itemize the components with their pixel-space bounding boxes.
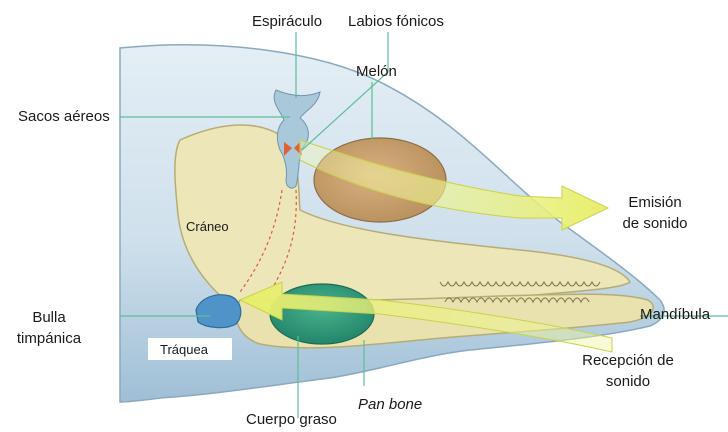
label-traquea: Tráquea: [160, 340, 208, 360]
label-emision-line2: de sonido: [610, 213, 700, 234]
label-cuerpo-graso: Cuerpo graso: [246, 410, 337, 430]
label-pan-bone: Pan bone: [358, 395, 422, 415]
label-bulla-line2: timpánica: [10, 328, 88, 349]
label-emision-line1: Emisión: [610, 192, 700, 213]
label-recepcion-line1: Recepción de: [572, 350, 684, 371]
label-labios-fonicos: Labios fónicos: [348, 12, 444, 32]
label-bulla-timpanica: Bulla timpánica: [10, 307, 88, 349]
label-bulla-line1: Bulla: [10, 307, 88, 328]
label-emision-de-sonido: Emisión de sonido: [610, 192, 700, 234]
label-mandibula: Mandíbula: [640, 305, 710, 325]
label-melon: Melón: [356, 62, 397, 82]
label-sacos-aereos: Sacos aéreos: [18, 107, 110, 127]
label-craneo: Cráneo: [186, 217, 229, 237]
label-recepcion-de-sonido: Recepción de sonido: [572, 350, 684, 392]
label-recepcion-line2: sonido: [572, 371, 684, 392]
fat-body: [270, 284, 374, 344]
label-espiraculo: Espiráculo: [252, 12, 322, 32]
